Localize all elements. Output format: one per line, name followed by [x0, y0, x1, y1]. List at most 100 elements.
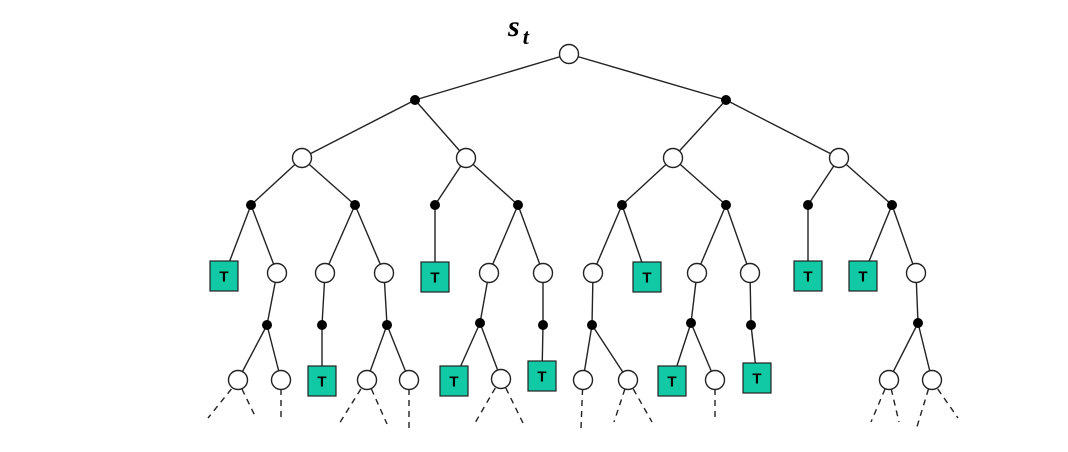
state-node [582, 262, 604, 284]
state-node [270, 369, 292, 391]
tree-edge [414, 53, 570, 101]
terminal-node: T [527, 360, 557, 392]
state-node [478, 262, 500, 284]
unexpanded-branch [870, 388, 886, 423]
state-node [314, 262, 336, 284]
state-node [398, 369, 420, 391]
tree-edges [223, 53, 933, 382]
state-node [266, 262, 288, 284]
tree-edge [672, 157, 727, 206]
terminal-box [848, 260, 878, 292]
tree-edge [891, 204, 917, 274]
terminal-box [420, 261, 450, 293]
tree-edge [592, 204, 623, 274]
unexpanded-branch [632, 388, 653, 423]
root-state-subscript: t [523, 24, 530, 49]
terminal-node: T [209, 260, 239, 292]
terminal-box [632, 261, 662, 293]
action-node [317, 320, 327, 330]
action-node [686, 318, 696, 328]
terminal-node: T [439, 365, 469, 397]
terminal-box [527, 360, 557, 392]
action-node [350, 200, 360, 210]
unexpanded-branch [370, 388, 388, 425]
state-node [828, 147, 850, 169]
state-node [662, 147, 684, 169]
state-node [704, 369, 726, 391]
unexpanded-branch [505, 387, 524, 424]
state-node [878, 369, 900, 391]
state-node [490, 368, 512, 390]
state-node [572, 369, 594, 391]
terminal-label: T [803, 269, 812, 286]
terminal-label: T [858, 269, 867, 286]
state-node [739, 262, 761, 284]
action-node [382, 320, 392, 330]
terminal-box [439, 365, 469, 397]
unexpanded-branch [937, 388, 959, 419]
terminal-label: T [317, 374, 326, 391]
tree-edge [250, 157, 303, 206]
root-state-node [558, 43, 580, 65]
action-node [410, 95, 420, 105]
action-node [617, 200, 627, 210]
action-node [538, 320, 548, 330]
action-node [803, 200, 813, 210]
terminal-box [793, 260, 823, 292]
tree-edge [354, 204, 385, 274]
unexpanded-branch [915, 388, 930, 431]
terminal-node: T [657, 365, 687, 397]
action-node [721, 95, 731, 105]
tree-edge [591, 324, 629, 381]
state-node [291, 147, 313, 169]
state-node [921, 369, 943, 391]
tree-edge [488, 204, 519, 274]
tree-edge [250, 204, 278, 274]
tree-edge [237, 324, 268, 381]
tree-edge [414, 99, 467, 159]
terminal-label: T [219, 269, 228, 286]
terminal-node: T [848, 260, 878, 292]
terminal-node: T [793, 260, 823, 292]
tree-edge [725, 204, 751, 274]
action-node [513, 200, 523, 210]
terminal-box [742, 362, 772, 394]
action-node [887, 200, 897, 210]
state-node [356, 369, 378, 391]
terminal-label: T [430, 270, 439, 287]
unexpanded-branch [613, 388, 626, 423]
terminal-label: T [667, 374, 676, 391]
state-node [617, 369, 639, 391]
terminal-node: T [307, 365, 337, 397]
action-node [746, 320, 756, 330]
unexpanded-branch [474, 387, 496, 424]
tree-edge [517, 204, 544, 274]
terminal-node: T [742, 362, 772, 394]
tree-edge [696, 204, 727, 274]
tree-edge [568, 53, 727, 101]
tree-edge [888, 322, 919, 381]
terminal-box [209, 260, 239, 292]
unexpanded-branch [890, 388, 900, 423]
tree-nodes: T T T T T T T T T T [209, 43, 943, 397]
terminal-label: T [752, 371, 761, 388]
action-node [475, 318, 485, 328]
action-node [721, 200, 731, 210]
terminal-node: T [632, 261, 662, 293]
terminal-label: T [537, 369, 546, 386]
state-node [532, 262, 554, 284]
unexpanded-branches [207, 387, 959, 431]
tree-edge [465, 157, 519, 206]
terminal-node: T [420, 261, 450, 293]
state-node [373, 262, 395, 284]
tree-edge [324, 204, 356, 274]
action-node [913, 318, 923, 328]
terminal-label: T [449, 374, 458, 391]
tree-edge [838, 157, 893, 206]
action-node [246, 200, 256, 210]
terminal-box [307, 365, 337, 397]
action-node [587, 320, 597, 330]
unexpanded-branch [207, 388, 232, 419]
